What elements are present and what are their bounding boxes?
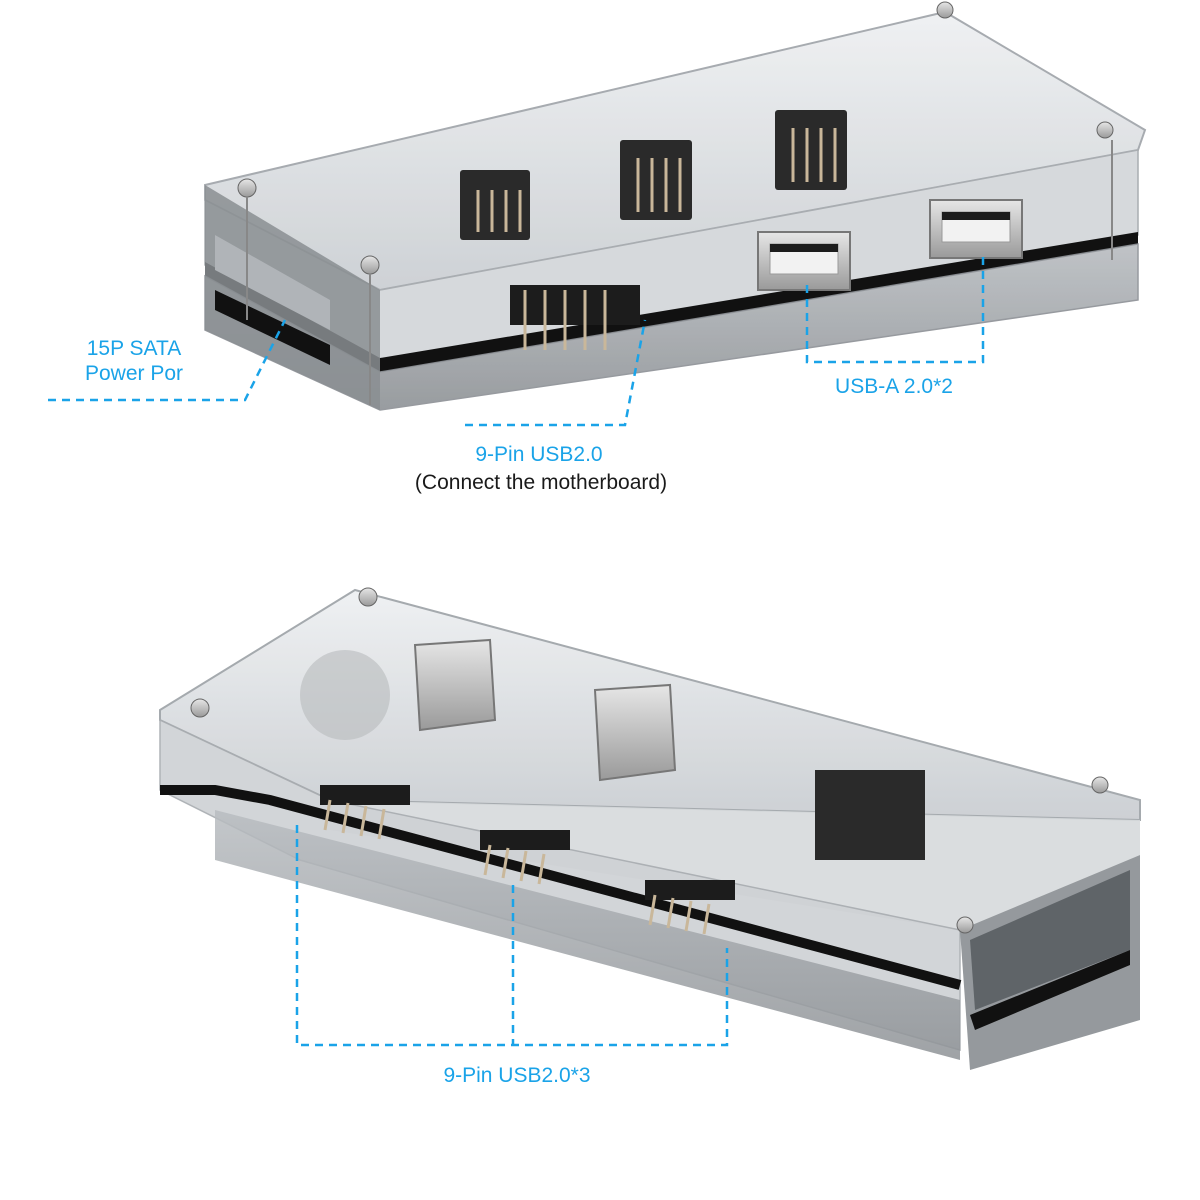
bottom-hub-device — [159, 587, 1141, 1070]
top-hub-device — [204, 1, 1147, 411]
pin9x3-callout-title: 9-Pin USB2.0*3 — [443, 1064, 591, 1087]
usba-callout-title: USB-A 2.0*2 — [835, 375, 953, 398]
pin9-callout-subtitle: (Connect the motherboard) — [414, 471, 668, 494]
usb-a-ports — [757, 199, 1023, 291]
sata-callout-label: 15P SATA Power Por — [77, 336, 191, 386]
pin9-callout-title: 9-Pin USB2.0 — [475, 443, 603, 466]
callout-lines — [48, 253, 985, 1047]
sata-callout-line-2: Power Por — [84, 362, 184, 386]
usb-a-ports-top — [413, 638, 677, 782]
sata-callout-line-1: 15P SATA — [86, 337, 182, 360]
